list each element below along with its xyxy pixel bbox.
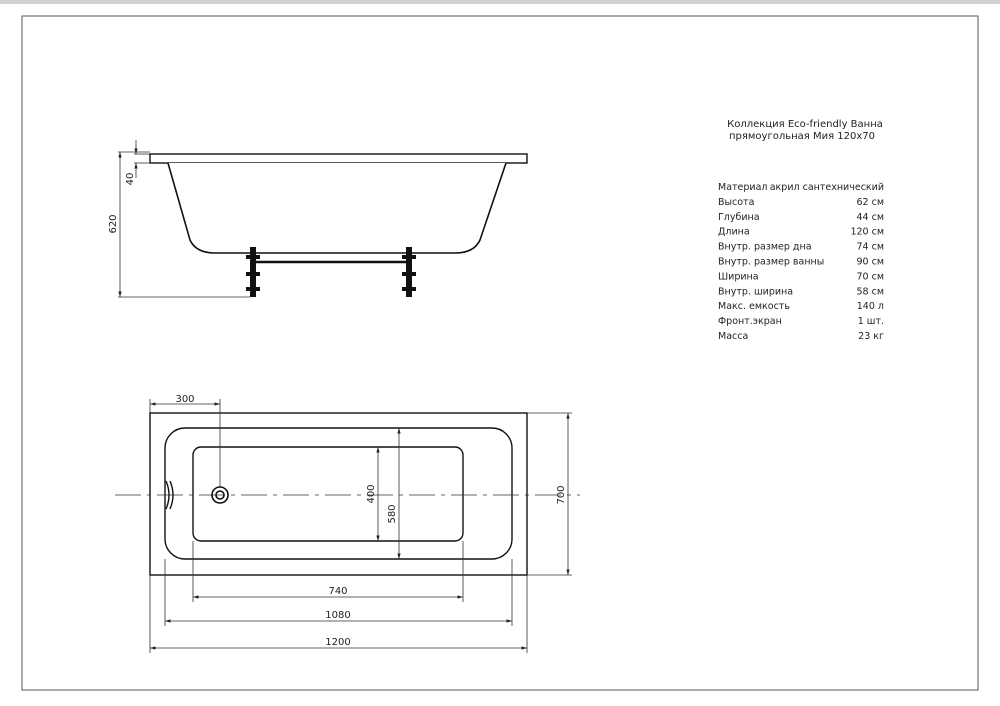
spec-label: Высота (718, 197, 754, 208)
dim-height-620: 620 (108, 214, 119, 233)
spec-label: Макс. емкость (718, 301, 790, 312)
dim-inner-length-1080: 1080 (325, 610, 350, 621)
bathtub-legs (246, 247, 416, 297)
spec-label: Масса (718, 331, 748, 342)
top-view: 300 400 580 700 740 1080 1200 (115, 394, 580, 653)
spec-label: Внутр. ширина (718, 286, 793, 297)
title-block: Коллекция Eco-friendly Ванна прямоугольн… (727, 119, 883, 142)
spec-value: 70 см (857, 271, 885, 282)
spec-label: Глубина (718, 212, 760, 223)
side-view: 620 40 (108, 140, 528, 298)
dim-inner-width-580: 580 (387, 504, 398, 523)
dim-bottom-width-400: 400 (366, 484, 377, 503)
dim-drain-offset-300: 300 (175, 394, 194, 405)
spec-value: 1 шт. (858, 316, 884, 327)
spec-label: Ширина (718, 271, 759, 282)
bathtub-outline-top (149, 412, 528, 576)
drawing-frame (21, 15, 979, 691)
spec-label: Материал (718, 182, 768, 193)
page-top-strip (0, 0, 1000, 4)
dim-bottom-length-740: 740 (328, 586, 347, 597)
bathtub-bottom (192, 446, 464, 542)
dim-total-length-1200: 1200 (325, 637, 350, 648)
spec-value: 62 см (857, 197, 885, 208)
spec-value: 90 см (857, 257, 885, 268)
spec-label: Фронт.экран (718, 316, 782, 327)
spec-label: Внутр. размер дна (718, 242, 812, 253)
dim-total-width-700: 700 (556, 485, 567, 504)
spec-value: 23 кг (858, 331, 884, 342)
title-line-1: Коллекция Eco-friendly Ванна (727, 119, 883, 130)
bathtub-body-profile (167, 162, 507, 254)
spec-value: 44 см (857, 212, 885, 223)
spec-label: Длина (718, 227, 750, 238)
spec-value: 58 см (857, 286, 885, 297)
overflow-icon (169, 480, 174, 510)
title-line-2: прямоугольная Мия 120х70 (729, 131, 875, 142)
bathtub-rim (149, 153, 528, 164)
spec-value: 140 л (857, 301, 884, 312)
bathtub-inner-bowl (164, 427, 513, 560)
spec-value: 120 см (850, 227, 884, 238)
spec-label: Внутр. размер ванны (718, 257, 824, 268)
spec-value: акрил сантехнический (770, 182, 884, 193)
spec-value: 74 см (857, 242, 885, 253)
dim-rim-40: 40 (125, 173, 136, 186)
